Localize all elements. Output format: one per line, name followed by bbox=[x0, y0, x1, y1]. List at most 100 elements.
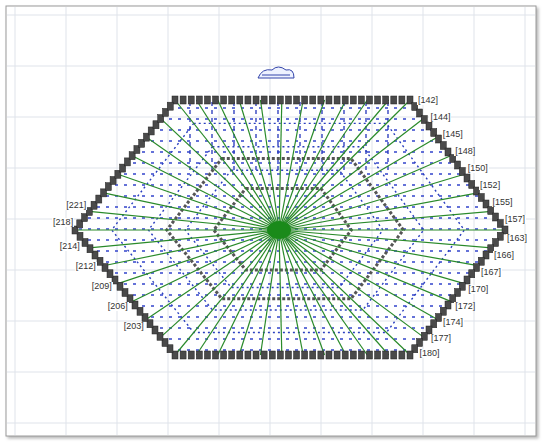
node-id-label: [172] bbox=[454, 302, 476, 311]
boundary-node bbox=[269, 351, 275, 359]
spoke bbox=[279, 100, 282, 230]
spoke bbox=[279, 230, 282, 355]
node-id-label: [144] bbox=[429, 113, 451, 122]
boundary-node bbox=[221, 351, 227, 359]
inner-node-ring bbox=[167, 159, 403, 299]
boundary-node bbox=[253, 96, 259, 104]
grid-line bbox=[474, 7, 475, 435]
flow-dash-column bbox=[387, 102, 388, 170]
spoke bbox=[132, 230, 279, 301]
boundary-node bbox=[302, 96, 308, 104]
spoke bbox=[218, 100, 279, 230]
boundary-node bbox=[253, 351, 259, 359]
boundary-node bbox=[358, 96, 364, 104]
spoke bbox=[279, 100, 303, 230]
node-id-label: [209] bbox=[91, 282, 113, 291]
boundary-node bbox=[334, 96, 340, 104]
boundary-node bbox=[383, 96, 389, 104]
grid-line bbox=[219, 7, 220, 435]
boundary-markers bbox=[72, 96, 508, 359]
boundary-node bbox=[188, 351, 194, 359]
grid-line bbox=[117, 7, 118, 435]
node-id-label: [142] bbox=[417, 96, 439, 105]
boundary-node bbox=[229, 351, 235, 359]
spoke bbox=[118, 174, 279, 230]
boundary-node bbox=[391, 96, 397, 104]
node-id-label: [148] bbox=[454, 147, 476, 156]
spoke bbox=[279, 100, 325, 230]
node-id-label: [166] bbox=[493, 251, 515, 260]
spoke bbox=[175, 100, 279, 230]
boundary-node bbox=[350, 351, 356, 359]
spoke bbox=[279, 119, 424, 230]
grid-line bbox=[7, 15, 535, 16]
boundary-node bbox=[326, 96, 332, 104]
boundary-node bbox=[399, 96, 405, 104]
inner-ring bbox=[185, 170, 383, 287]
spoke bbox=[89, 230, 279, 248]
spoke bbox=[279, 229, 505, 230]
boundary-node bbox=[366, 351, 372, 359]
flow-dot-row bbox=[70, 272, 510, 273]
node-id-label: [145] bbox=[442, 130, 464, 139]
boundary-node bbox=[342, 351, 348, 359]
grid-line bbox=[372, 7, 373, 435]
boundary-node bbox=[237, 351, 243, 359]
grid bbox=[7, 7, 535, 435]
spoke bbox=[175, 230, 279, 355]
flow-dash-column bbox=[211, 102, 212, 170]
spokes bbox=[75, 100, 505, 355]
spoke bbox=[132, 156, 279, 230]
boundary-node bbox=[188, 96, 194, 104]
node-id-label: [180] bbox=[419, 349, 441, 358]
node-id-label: [212] bbox=[75, 262, 97, 271]
spoke bbox=[196, 100, 279, 230]
flow-dot-row bbox=[70, 294, 510, 295]
top-icon bbox=[258, 67, 294, 78]
boundary-node bbox=[213, 96, 219, 104]
node-id-label: [206] bbox=[107, 302, 129, 311]
canvas-frame bbox=[6, 6, 536, 436]
boundary-node bbox=[342, 96, 348, 104]
node-id-label: [170] bbox=[467, 285, 489, 294]
boundary-node bbox=[326, 351, 332, 359]
flow-dash-column bbox=[255, 102, 256, 170]
boundary-node bbox=[294, 96, 300, 104]
boundary-node bbox=[196, 96, 202, 104]
flow-dot-row bbox=[70, 107, 510, 108]
boundary-node bbox=[277, 96, 283, 104]
spoke bbox=[279, 230, 325, 355]
boundary-node bbox=[221, 96, 227, 104]
boundary-node bbox=[269, 96, 275, 104]
node-id-label: [177] bbox=[430, 334, 452, 343]
spoke bbox=[279, 230, 346, 355]
boundary-node bbox=[204, 351, 210, 359]
node-id-label: [203] bbox=[123, 322, 145, 331]
boundary-node bbox=[277, 351, 283, 359]
spoke bbox=[279, 230, 303, 355]
boundary-node bbox=[237, 96, 243, 104]
boundary-node bbox=[407, 351, 413, 359]
boundary-node bbox=[399, 351, 405, 359]
boundary-node bbox=[204, 96, 210, 104]
node-id-label: [221] bbox=[65, 201, 87, 210]
node-id-label: [167] bbox=[480, 268, 502, 277]
spoke bbox=[260, 100, 279, 230]
boundary-node bbox=[229, 96, 235, 104]
boundary-node bbox=[391, 351, 397, 359]
spoke bbox=[279, 156, 451, 230]
grid-line bbox=[7, 66, 535, 67]
spoke bbox=[279, 230, 424, 337]
inner-node-ring bbox=[214, 188, 352, 270]
spoke bbox=[196, 230, 279, 355]
spoke bbox=[279, 230, 367, 355]
spoke bbox=[279, 100, 389, 230]
node-id-label: [163] bbox=[506, 234, 528, 243]
grid-line bbox=[168, 7, 169, 435]
spoke bbox=[146, 137, 279, 230]
icon-shape bbox=[258, 67, 294, 78]
flow-dot-row bbox=[70, 349, 510, 350]
boundary-node bbox=[310, 96, 316, 104]
spoke bbox=[279, 230, 410, 355]
boundary-node bbox=[245, 96, 251, 104]
